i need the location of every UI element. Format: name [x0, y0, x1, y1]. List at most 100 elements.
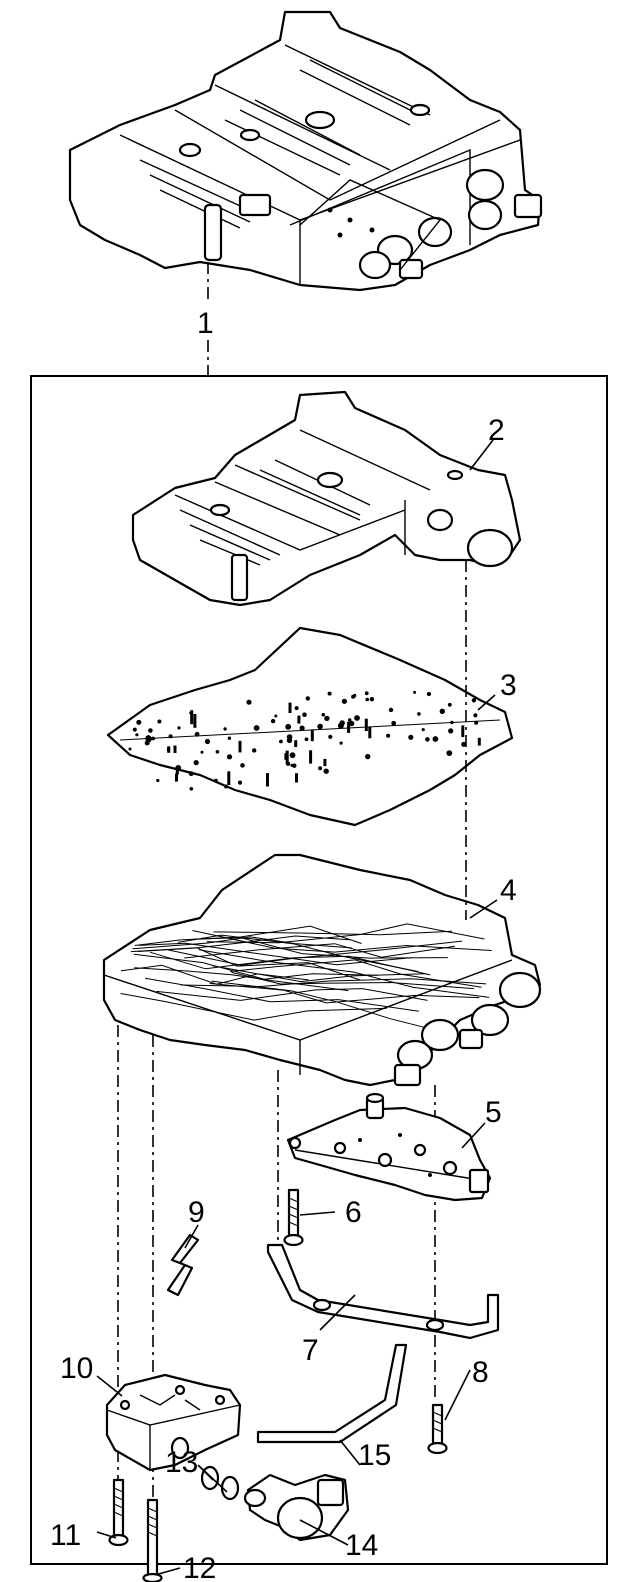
callout-12: 12: [183, 1552, 216, 1582]
gasket-hole: [132, 727, 137, 732]
callout-2: 2: [488, 414, 505, 447]
gasket-hole: [238, 740, 242, 753]
gasket-hole: [347, 721, 351, 733]
fluid-channel: [156, 988, 428, 1001]
gasket-hole: [432, 736, 439, 742]
callout-7: 7: [302, 1334, 319, 1367]
fluid-pipe-7: [266, 1243, 500, 1340]
valve-housing-10: [105, 1373, 242, 1472]
gasket-hole: [354, 715, 360, 721]
gasket-hole: [215, 750, 220, 754]
gasket-hole: [290, 763, 294, 767]
gasket-hole: [252, 748, 257, 753]
fluid-channel: [209, 983, 480, 1004]
gasket-hole: [270, 718, 276, 724]
bolt-11: [108, 1478, 129, 1547]
gasket-hole: [413, 690, 417, 694]
gasket-hole: [253, 725, 260, 731]
gasket-hole: [309, 750, 313, 764]
gasket-hole: [175, 768, 179, 775]
gasket-hole: [321, 712, 326, 717]
callout-9: 9: [188, 1196, 205, 1229]
valve-body-assembly: [68, 10, 543, 292]
callout-4: 4: [500, 874, 517, 907]
gasket-hole: [323, 758, 327, 767]
gasket-hole: [369, 697, 375, 702]
gasket-hole: [408, 734, 414, 740]
gasket-hole: [148, 728, 153, 733]
gasket-hole: [227, 771, 231, 785]
gasket-hole: [386, 733, 391, 738]
gasket-hole: [474, 720, 479, 725]
bolt-8: [427, 1403, 448, 1455]
gasket-hole: [128, 747, 132, 751]
gasket-hole: [368, 726, 372, 739]
gasket-hole: [237, 780, 243, 785]
gasket-hole: [188, 771, 194, 777]
exploded-view-frame: [30, 375, 608, 1565]
callout-3: 3: [500, 669, 517, 702]
gasket-hole: [461, 741, 467, 747]
fluid-tube-15: [256, 1343, 408, 1444]
fluid-channel: [138, 942, 412, 966]
gasket-hole: [246, 699, 252, 705]
gasket-hole: [224, 784, 228, 789]
gasket-hole: [351, 694, 356, 699]
gasket-hole: [471, 698, 477, 703]
gasket-hole: [310, 729, 314, 742]
fluid-channel: [133, 953, 379, 980]
gasket-hole: [167, 746, 171, 753]
gasket-hole: [318, 766, 323, 771]
gasket-hole: [473, 713, 478, 718]
gasket-hole: [317, 723, 323, 730]
gasket-hole: [156, 778, 160, 783]
gasket-hole: [200, 750, 204, 754]
gasket-hole: [417, 712, 421, 716]
gasket-hole: [348, 718, 352, 722]
gasket-hole: [240, 763, 245, 768]
gasket-hole: [135, 733, 139, 737]
gasket-hole: [477, 737, 481, 746]
gasket-hole: [341, 698, 347, 704]
gasket-hole: [145, 735, 152, 742]
callout-10: 10: [60, 1352, 93, 1385]
gasket-hole: [177, 726, 181, 730]
gasket-hole: [327, 691, 332, 696]
gasket-hole: [175, 765, 182, 771]
solenoid-14: [243, 1473, 350, 1542]
gasket-hole: [426, 691, 431, 697]
fluid-channel: [211, 980, 463, 1038]
gasket-hole: [266, 773, 269, 787]
fluid-channel: [192, 930, 492, 953]
gasket-hole: [223, 727, 227, 731]
gasket-hole: [190, 710, 194, 725]
gasket-hole: [214, 778, 218, 783]
bolt-12: [142, 1498, 163, 1582]
callout-14: 14: [345, 1529, 378, 1562]
fluid-channel: [149, 951, 431, 976]
fluid-channel: [230, 959, 482, 988]
gasket-hole: [305, 696, 310, 701]
gasket-hole: [168, 734, 173, 739]
gasket-hole: [448, 728, 454, 734]
fluid-channel: [184, 943, 455, 959]
gasket-hole: [364, 691, 369, 696]
gasket-hole: [339, 741, 343, 745]
fluid-channel: [212, 965, 427, 983]
gasket-hole: [294, 740, 298, 747]
gasket-hole: [304, 737, 309, 742]
gasket-hole: [286, 737, 293, 744]
gasket-hole: [328, 734, 333, 740]
gasket-hole: [365, 697, 370, 702]
gasket-hole: [461, 725, 465, 738]
gasket-hole: [324, 715, 330, 722]
callout-13: 13: [165, 1446, 198, 1479]
callout-5: 5: [485, 1096, 502, 1129]
gasket-hole: [323, 768, 329, 774]
gasket-hole: [421, 728, 425, 732]
upper-valve-body: [131, 390, 522, 607]
gasket-hole: [189, 787, 194, 791]
gasket-hole: [446, 750, 453, 756]
spacer-plate-gasket: [106, 626, 514, 827]
